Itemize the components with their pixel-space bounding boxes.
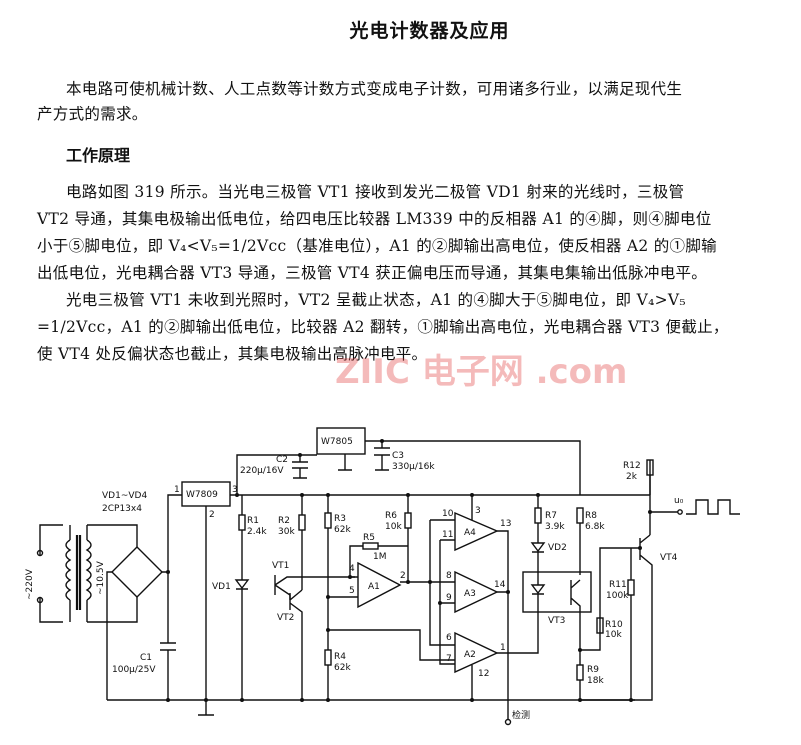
label-r3-val: 62k xyxy=(334,525,351,535)
pin-label: 12 xyxy=(478,669,489,679)
label-reg2: W7805 xyxy=(321,437,353,447)
pin-label: 14 xyxy=(494,580,506,590)
label-reg1: W7809 xyxy=(186,490,218,500)
wiring xyxy=(36,427,740,726)
para1-line: VT2 导通，其集电极输出低电位，给四电压比较器 LM339 中的反相器 A1 … xyxy=(37,210,712,228)
label-c2: C2 xyxy=(276,455,288,465)
label-r6: R6 xyxy=(385,511,397,521)
component-labels: ~220V ~10.5V VD1~VD4 2CP13x4 W7809 W7805… xyxy=(25,437,684,721)
section-heading: 工作原理 xyxy=(66,146,131,165)
label-r10: R10 xyxy=(605,620,623,630)
label-output: u₀ xyxy=(674,496,684,506)
label-c3-val: 330μ/16k xyxy=(392,462,435,472)
label-a3: A3 xyxy=(464,589,476,599)
label-r11: R11 xyxy=(609,580,627,590)
pin-label: 11 xyxy=(442,530,453,540)
label-r1-val: 2.4k xyxy=(247,527,267,537)
para2-line: 使 VT4 处反偏状态也截止，其集电极输出高脉冲电平。 xyxy=(37,345,428,363)
label-r7: R7 xyxy=(545,511,557,521)
label-r6-val: 10k xyxy=(385,522,402,532)
pin-label: 7 xyxy=(446,654,452,664)
label-vd2: VD2 xyxy=(548,543,567,553)
label-vt2: VT2 xyxy=(277,613,294,623)
label-ac-out: ~10.5V xyxy=(96,560,106,595)
label-a2: A2 xyxy=(464,650,476,660)
para1-line: 出低电位，光电耦合器 VT3 导通，三极管 VT4 获正偏电压而导通，其集电集输… xyxy=(37,264,708,282)
pin-label: 10 xyxy=(442,509,454,519)
label-r2-val: 30k xyxy=(278,527,295,537)
pin-label: 6 xyxy=(446,633,452,643)
label-r2: R2 xyxy=(278,516,290,526)
label-r11-val: 100k xyxy=(606,591,629,601)
label-r9-val: 18k xyxy=(587,676,604,686)
label-r8-val: 6.8k xyxy=(585,522,605,532)
watermark-logo: ZIIC 电子网 .com xyxy=(335,352,627,392)
label-bridge: VD1~VD4 xyxy=(102,491,147,501)
label-test-point[interactable]: 检测 xyxy=(512,709,530,721)
label-r5: R5 xyxy=(363,533,375,543)
pin-label: 3 xyxy=(232,485,238,495)
para2-line: =1/2Vcc，A1 的②脚输出低电位，比较器 A2 翻转，①脚输出高电位，光电… xyxy=(37,318,729,336)
label-vt1: VT1 xyxy=(272,561,289,571)
pin-label: 4 xyxy=(349,564,355,574)
label-bridge-part: 2CP13x4 xyxy=(102,504,142,514)
label-r3: R3 xyxy=(334,514,346,524)
junction-dots xyxy=(166,439,652,702)
label-r5-val: 1M xyxy=(373,552,387,562)
intro-line: 本电路可使机械计数、人工点数等计数方式变成电子计数，可用诸多行业，以满足现代生 xyxy=(66,80,683,98)
label-c1-val: 100μ/25V xyxy=(112,665,156,675)
label-vt3: VT3 xyxy=(548,616,565,626)
para2-line: 光电三极管 VT1 未收到光照时，VT2 呈截止状态，A1 的④脚大于⑤脚电位，… xyxy=(66,291,686,309)
label-r7-val: 3.9k xyxy=(545,522,565,532)
label-r4-val: 62k xyxy=(334,663,351,673)
page-title: 光电计数器及应用 xyxy=(349,20,510,42)
label-c2-val: 220μ/16V xyxy=(240,466,284,476)
label-r10-val: 10k xyxy=(605,630,622,640)
pin-label: 9 xyxy=(446,593,452,603)
label-c1: C1 xyxy=(140,653,152,663)
pin-label: 5 xyxy=(349,586,355,596)
pin-label: 3 xyxy=(475,506,481,516)
label-vt4: VT4 xyxy=(660,553,678,563)
label-r12-val: 2k xyxy=(626,472,638,482)
label-a1: A1 xyxy=(368,582,380,592)
para1-line: 小于⑤脚电位，即 V₄<V₅=1/2Vcc（基准电位），A1 的②脚输出高电位，… xyxy=(37,237,717,255)
pin-label: 1 xyxy=(174,485,180,495)
label-c3: C3 xyxy=(392,451,404,461)
intro-line: 产方式的需求。 xyxy=(37,105,148,123)
label-r8: R8 xyxy=(585,511,597,521)
label-r12: R12 xyxy=(623,461,641,471)
pin-label: 8 xyxy=(446,571,452,581)
label-vd1: VD1 xyxy=(212,582,231,592)
pin-label: 2 xyxy=(400,571,406,581)
label-r4: R4 xyxy=(334,652,346,662)
para1-line: 电路如图 319 所示。当光电三极管 VT1 接收到发光二极管 VD1 射来的光… xyxy=(66,183,685,201)
pin-label: 13 xyxy=(500,519,511,529)
label-r1: R1 xyxy=(247,516,259,526)
label-a4: A4 xyxy=(464,528,476,538)
label-r9: R9 xyxy=(587,665,599,675)
label-ac-in: ~220V xyxy=(25,568,35,600)
pin-label: 2 xyxy=(209,510,215,520)
pin-label: 1 xyxy=(500,643,506,653)
